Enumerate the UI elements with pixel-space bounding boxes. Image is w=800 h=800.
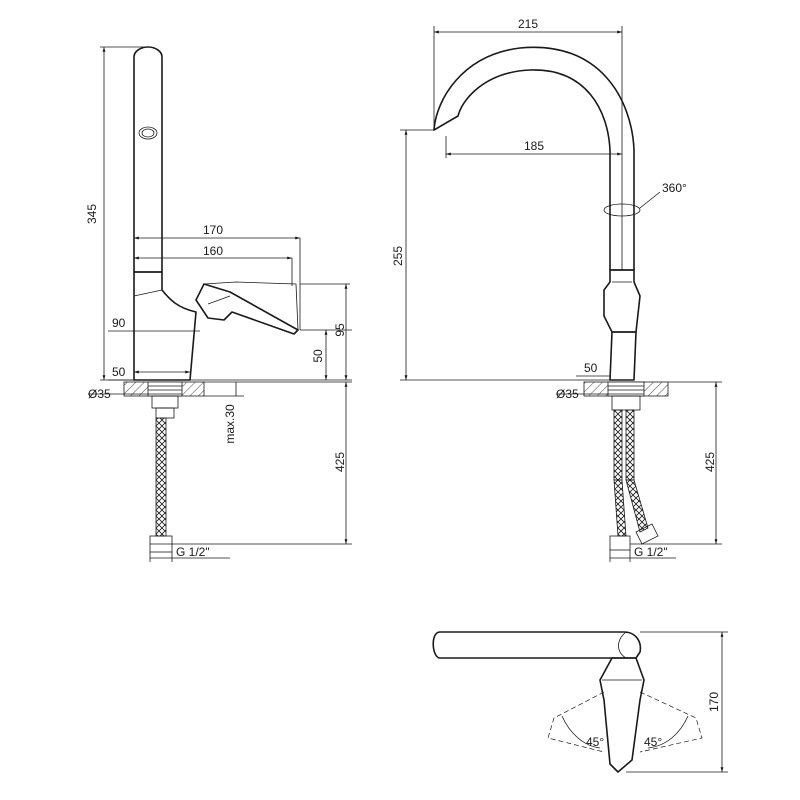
dim-front-base-width: 50 (584, 361, 598, 375)
dim-spout-reach-215: 215 (518, 17, 538, 31)
dim-rotation: 360° (662, 181, 687, 195)
top-lever-rotation-right: 45° (639, 691, 703, 753)
side-mount-base (123, 381, 205, 419)
dim-base-width-50: 50 (112, 365, 126, 379)
dim-front-thread: G 1/2" (634, 545, 668, 559)
dim-max-thickness: max.30 (223, 404, 237, 444)
side-flexible-hose (149, 417, 173, 553)
front-mixer-body (603, 269, 641, 381)
dim-body-height-50: 50 (311, 349, 325, 363)
side-mixer-body (133, 271, 197, 381)
front-mount-base (583, 381, 669, 411)
dim-spout-height: 255 (391, 246, 405, 266)
top-lever-rotation-left: 45° (547, 691, 604, 753)
front-view: 215 185 360° 255 50 Ø35 425 (391, 17, 722, 562)
side-view: 345 170 160 90 50 95 50 (85, 46, 352, 562)
dim-lever-angle-left: 45° (586, 735, 604, 749)
front-flexible-hoses (609, 409, 659, 551)
side-dimensions: 345 170 160 90 50 95 50 (85, 46, 352, 562)
dim-spout-reach-185: 185 (524, 139, 544, 153)
dim-front-diameter: Ø35 (556, 387, 579, 401)
dim-total-height: 345 (85, 204, 99, 224)
top-spout (432, 631, 642, 659)
side-spout-tube (133, 46, 163, 273)
dim-diameter: Ø35 (88, 387, 111, 401)
top-view: 45° 45° 170 (432, 631, 728, 773)
dim-lever-angle-right: 45° (644, 735, 662, 749)
front-spout (433, 46, 661, 271)
dim-thread: G 1/2" (176, 545, 210, 559)
dim-lever-reach-160: 160 (203, 244, 223, 258)
dim-hose-length: 425 (333, 452, 347, 472)
dim-angle-base-90: 90 (112, 316, 126, 330)
top-lever (599, 657, 645, 773)
dim-body-height-95: 95 (333, 323, 347, 337)
top-dimensions: 170 (626, 631, 728, 773)
front-dimensions: 215 185 360° 255 50 Ø35 425 (391, 17, 722, 562)
dim-lever-reach-170: 170 (203, 223, 223, 237)
dim-front-hose-length: 425 (703, 452, 717, 472)
side-lever-handle (195, 281, 299, 335)
dim-top-depth: 170 (707, 692, 721, 712)
